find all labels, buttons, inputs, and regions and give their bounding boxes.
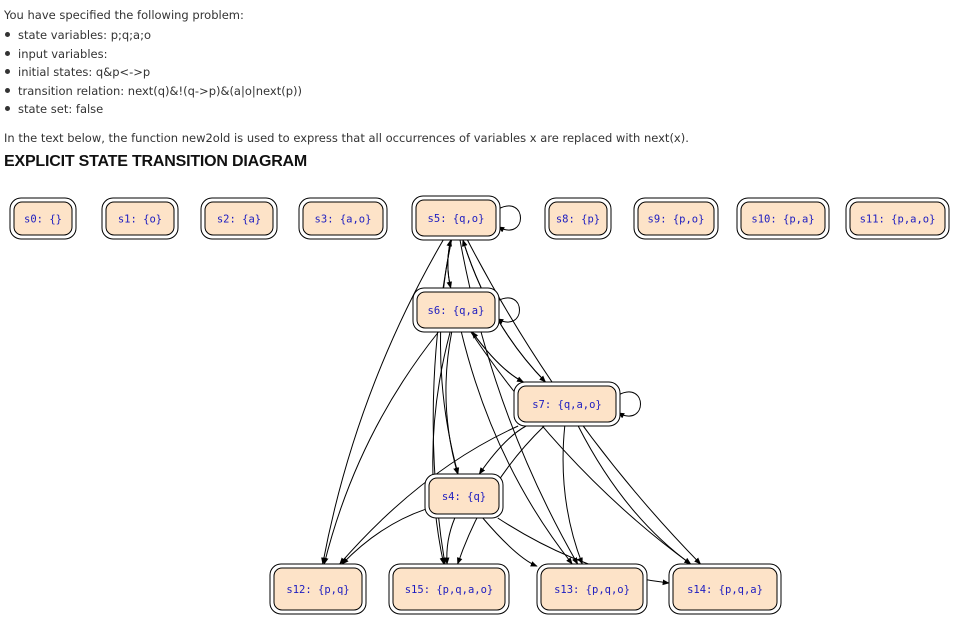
state-inner-box <box>392 567 506 611</box>
transition-edges <box>321 205 702 586</box>
state-node-s15: s15: {p,q,a,o} <box>388 563 510 615</box>
state-inner-box <box>204 201 274 236</box>
transition-s5-to-s5 <box>497 205 521 233</box>
state-node-s6: s6: {q,a} <box>412 287 500 333</box>
state-inner-box <box>302 201 384 236</box>
spec-intro: You have specified the following problem… <box>4 8 244 22</box>
state-label-s13: s13: {p,q,o} <box>554 584 630 596</box>
transition-s5-to-s12 <box>321 239 444 565</box>
state-inner-box <box>548 201 608 236</box>
transition-s5-to-s13 <box>459 239 579 565</box>
spec-initial-states: initial states: q&p<->p <box>4 63 944 82</box>
state-inner-box <box>849 201 946 236</box>
state-node-s12: s12: {p,q} <box>269 563 367 615</box>
problem-specification: You have specified the following problem… <box>4 8 944 171</box>
transition-s7-to-s6 <box>471 331 524 383</box>
state-inner-box <box>740 201 826 236</box>
transition-s6-to-s4 <box>445 331 459 475</box>
transition-s5-to-s4 <box>439 239 460 475</box>
state-node-s8: s8: {p} <box>544 197 612 240</box>
state-label-s12: s12: {p,q} <box>286 584 349 596</box>
spec-state-set: state set: false <box>4 100 944 119</box>
state-inner-box <box>672 567 778 611</box>
state-label-s8: s8: {p} <box>556 214 600 226</box>
state-inner-box <box>273 567 363 611</box>
transition-s7-to-s13 <box>562 425 583 565</box>
transition-s7-to-s14 <box>577 425 692 565</box>
state-inner-box <box>540 567 644 611</box>
state-inner-box <box>415 199 497 237</box>
state-node-s2: s2: {a} <box>200 197 278 240</box>
state-label-s3: s3: {a,o} <box>315 214 372 226</box>
state-label-s10: s10: {p,a} <box>751 214 814 226</box>
state-inner-box <box>105 201 175 236</box>
state-inner-box <box>637 201 715 236</box>
spec-input-variables: input variables: <box>4 45 944 64</box>
transition-s7-to-s4 <box>478 425 527 475</box>
state-label-s14: s14: {p,q,a} <box>687 584 763 596</box>
state-nodes: s0: {} s1: {o} s2: {a} s3: {a,o} s5: {q,o} s8… <box>9 195 950 615</box>
state-label-s4: s4: {q} <box>442 491 486 503</box>
state-label-s1: s1: {o} <box>118 214 162 226</box>
state-node-s5: s5: {q,o} <box>411 195 501 241</box>
state-label-s6: s6: {q,a} <box>428 305 485 317</box>
state-label-s0: s0: {} <box>24 214 62 226</box>
transition-s6-to-s5 <box>446 239 452 289</box>
state-node-s3: s3: {a,o} <box>298 197 388 240</box>
transition-s6-to-s15 <box>432 331 451 565</box>
diagram-title: EXPLICIT STATE TRANSITION DIAGRAM <box>4 152 308 170</box>
new2old-note: In the text below, the function new2old … <box>4 130 689 145</box>
state-node-s13: s13: {p,q,o} <box>536 563 648 615</box>
state-label-s7: s7: {q,a,o} <box>532 399 602 411</box>
state-label-s2: s2: {a} <box>217 214 261 226</box>
state-inner-box <box>517 385 617 423</box>
state-label-s9: s9: {p,o} <box>648 214 705 226</box>
transition-s7-to-s7 <box>617 391 641 419</box>
transition-s6-to-s6 <box>496 297 520 325</box>
state-node-s4: s4: {q} <box>424 473 504 519</box>
state-inner-box <box>428 477 500 515</box>
spec-transition-relation: transition relation: next(q)&!(q->p)&(a|… <box>4 82 944 101</box>
state-node-s11: s11: {p,a,o} <box>845 197 950 240</box>
transition-s6-to-s12 <box>323 331 439 565</box>
transition-s6-to-s14 <box>470 331 692 565</box>
state-node-s9: s9: {p,o} <box>633 197 719 240</box>
state-node-s14: s14: {p,q,a} <box>668 563 782 615</box>
transition-s4-to-s15 <box>443 517 456 565</box>
state-inner-box <box>13 201 73 236</box>
transition-s6-to-s13 <box>460 331 573 565</box>
state-label-s5: s5: {q,o} <box>428 213 485 225</box>
transition-s4-to-s14 <box>497 517 670 586</box>
state-node-s0: s0: {} <box>9 197 77 240</box>
transition-s6-to-s7 <box>471 331 525 383</box>
spec-list: state variables: p;q;a;o input variables… <box>4 26 944 119</box>
state-label-s15: s15: {p,q,a,o} <box>405 584 494 596</box>
state-inner-box <box>416 291 496 329</box>
state-label-s11: s11: {p,a,o} <box>860 214 936 226</box>
transition-s4-to-s13 <box>482 517 538 567</box>
state-node-s7: s7: {q,a,o} <box>513 381 621 427</box>
state-node-s1: s1: {o} <box>101 197 179 240</box>
transition-s4-to-s12 <box>341 508 426 565</box>
spec-state-variables: state variables: p;q;a;o <box>4 26 944 45</box>
state-node-s10: s10: {p,a} <box>736 197 830 240</box>
